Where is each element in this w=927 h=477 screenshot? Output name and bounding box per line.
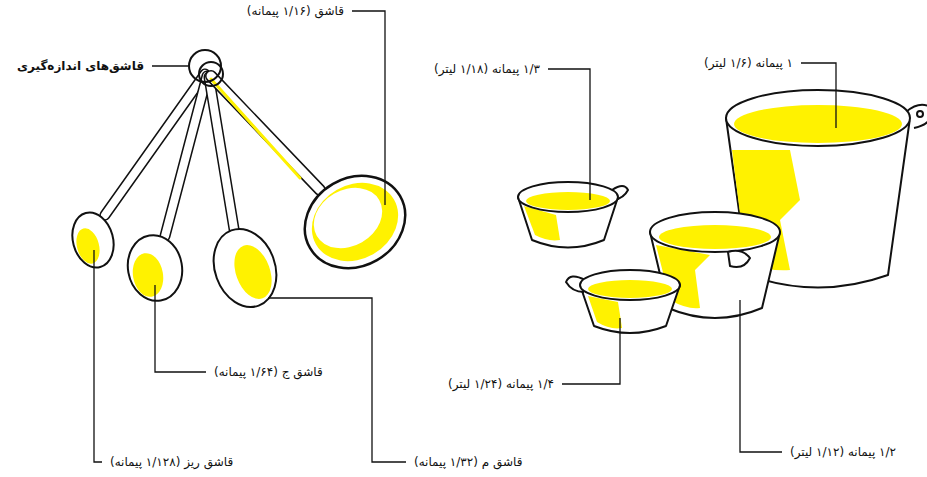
cup-rim	[580, 270, 680, 300]
callout-label: ۱/۴ پیمانه (۱/۲۴ لیتر)	[446, 376, 556, 392]
cup-fill	[588, 296, 622, 328]
spoon-bowl	[203, 220, 287, 316]
cup-liquid	[588, 280, 672, 298]
callout-label: قاشق ج (۱/۶۴ پیمانه)	[212, 364, 325, 380]
spoon-handles	[105, 74, 320, 236]
cup-third	[518, 182, 628, 248]
cup-rim	[650, 212, 780, 252]
ring	[189, 50, 221, 82]
spoon-bowl	[288, 158, 422, 286]
spoon-fill	[129, 251, 166, 300]
callout-label: قاشق‌های اندازه‌گیری	[15, 58, 146, 74]
spoon-handle-shade	[211, 79, 300, 178]
spoon-handle	[211, 76, 320, 190]
callout-label: قاشق م (۱/۳۲ پیمانه)	[412, 454, 524, 470]
cups	[518, 90, 927, 333]
spoon-bowls	[66, 158, 422, 316]
cup-liquid	[526, 192, 610, 210]
cup-hole	[917, 111, 923, 117]
cup-liquid	[734, 105, 902, 143]
callout-label: قاشق ریز (۱/۱۲۸ پیمانه)	[108, 454, 235, 470]
leader-line	[155, 285, 206, 372]
spoon-handle	[165, 76, 207, 236]
cup-rim	[726, 90, 910, 146]
spoon-ring	[189, 50, 223, 86]
spoon-fill	[73, 226, 104, 266]
leader-line	[268, 298, 406, 462]
callout-label: قاشق (۱/۱۶ پیمانه)	[245, 3, 346, 19]
spoon-fill	[227, 240, 278, 304]
spoon-fill	[298, 167, 413, 276]
spoon-handle	[211, 76, 320, 190]
leader-line	[801, 63, 836, 128]
callout-label: ۱/۲ پیمانه (۱/۱۲ لیتر)	[788, 444, 898, 460]
cup-liquid	[659, 225, 771, 249]
leader-line	[548, 69, 590, 200]
spoon-bowl	[66, 208, 119, 272]
cup-quarter	[566, 270, 680, 333]
callout-label: ۱/۳ پیمانه (۱/۱۸ لیتر)	[432, 61, 542, 77]
leader-line	[352, 11, 385, 205]
spoon-handle	[165, 76, 207, 236]
callout-label: ۱ پیمانه (۱/۶ لیتر)	[702, 55, 795, 71]
cup-handle	[728, 251, 750, 267]
leader-lines	[94, 11, 836, 462]
leader-line	[94, 250, 102, 462]
leader-line	[562, 318, 620, 384]
leader-line	[740, 300, 782, 452]
cup-rim	[518, 182, 618, 212]
leader-line	[152, 65, 188, 66]
spoon-shine	[303, 176, 393, 260]
ring	[199, 62, 223, 86]
